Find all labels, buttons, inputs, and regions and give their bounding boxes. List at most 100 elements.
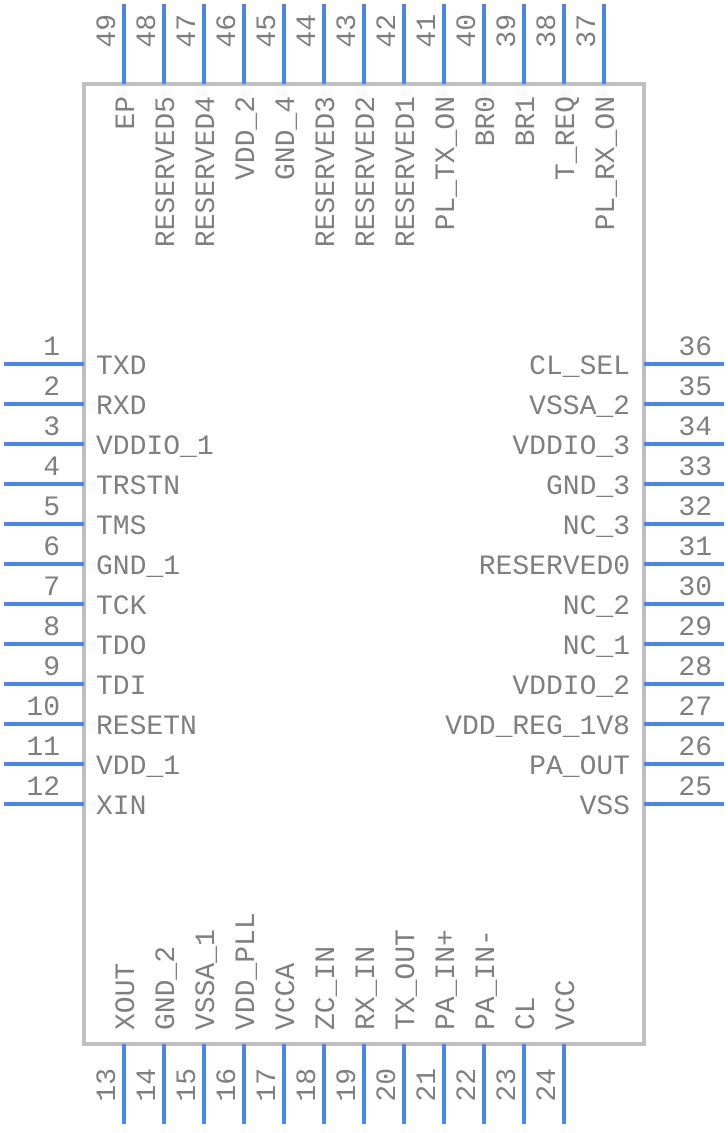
pin-label-nc-1: NC_1 xyxy=(563,632,630,663)
pin-label-vdd-reg-1v8: VDD_REG_1V8 xyxy=(445,712,630,743)
pin-number-9: 9 xyxy=(43,653,60,684)
pin-number-44: 44 xyxy=(293,14,324,48)
pin-number-2: 2 xyxy=(43,373,60,404)
pin-number-12: 12 xyxy=(26,773,60,804)
top-pin-group: 37PL_RX_ON38T_REQ39BR140BR041PL_TX_ON42R… xyxy=(93,4,623,247)
pin-number-17: 17 xyxy=(253,1068,284,1102)
pin-number-43: 43 xyxy=(333,14,364,48)
pin-label-vcca: VCCA xyxy=(272,963,303,1030)
pin-number-19: 19 xyxy=(333,1068,364,1102)
pin-number-23: 23 xyxy=(493,1068,524,1102)
pin-label-reserved3: RESERVED3 xyxy=(312,96,343,247)
pin-label-nc-2: NC_2 xyxy=(563,592,630,623)
pin-label-rxd: RXD xyxy=(96,392,146,423)
pin-label-gnd-3: GND_3 xyxy=(546,472,630,503)
pin-number-27: 27 xyxy=(678,693,712,724)
pin-number-26: 26 xyxy=(678,733,712,764)
pin-label-tdo: TDO xyxy=(96,632,146,663)
pin-label-vddio-2: VDDIO_2 xyxy=(512,672,630,703)
pin-number-4: 4 xyxy=(43,453,60,484)
pin-number-48: 48 xyxy=(133,14,164,48)
pin-label-vdd-1: VDD_1 xyxy=(96,752,180,783)
pin-number-39: 39 xyxy=(493,14,524,48)
pin-label-pa-in: PA_IN- xyxy=(472,929,503,1030)
pin-label-vcc: VCC xyxy=(552,980,583,1030)
pin-label-ep: EP xyxy=(112,96,143,130)
pin-label-resetn: RESETN xyxy=(96,712,197,743)
pin-number-3: 3 xyxy=(43,413,60,444)
pin-number-6: 6 xyxy=(43,533,60,564)
pin-label-tdi: TDI xyxy=(96,672,146,703)
pin-number-34: 34 xyxy=(678,413,712,444)
pin-label-gnd-4: GND_4 xyxy=(272,96,303,180)
pin-number-33: 33 xyxy=(678,453,712,484)
pin-label-reserved5: RESERVED5 xyxy=(152,96,183,247)
pin-label-pl-rx-on: PL_RX_ON xyxy=(592,96,623,230)
pin-number-31: 31 xyxy=(678,533,712,564)
pin-number-35: 35 xyxy=(678,373,712,404)
pin-label-tx-out: TX_OUT xyxy=(392,929,423,1030)
pin-label-vddio-3: VDDIO_3 xyxy=(512,432,630,463)
pin-number-18: 18 xyxy=(293,1068,324,1102)
pin-label-br1: BR1 xyxy=(512,96,543,146)
pin-label-reserved4: RESERVED4 xyxy=(192,96,223,247)
pin-number-1: 1 xyxy=(43,333,60,364)
pin-label-xin: XIN xyxy=(96,792,146,823)
pin-label-tck: TCK xyxy=(96,592,147,623)
pin-number-15: 15 xyxy=(173,1068,204,1102)
pin-label-trstn: TRSTN xyxy=(96,472,180,503)
pin-number-36: 36 xyxy=(678,333,712,364)
pin-number-24: 24 xyxy=(533,1068,564,1102)
pin-number-8: 8 xyxy=(43,613,60,644)
pin-number-38: 38 xyxy=(533,14,564,48)
pin-label-cl: CL xyxy=(512,996,543,1030)
pin-label-zc-in: ZC_IN xyxy=(312,946,343,1030)
pin-number-32: 32 xyxy=(678,493,712,524)
pin-number-30: 30 xyxy=(678,573,712,604)
pin-number-41: 41 xyxy=(413,14,444,48)
pin-number-7: 7 xyxy=(43,573,60,604)
pin-label-vssa-2: VSSA_2 xyxy=(529,392,630,423)
pin-number-20: 20 xyxy=(373,1068,404,1102)
pin-number-37: 37 xyxy=(573,14,604,48)
pin-label-vdd-pll: VDD_PLL xyxy=(232,912,263,1030)
pin-label-tms: TMS xyxy=(96,512,146,543)
pin-number-42: 42 xyxy=(373,14,404,48)
pin-number-49: 49 xyxy=(93,14,124,48)
pin-number-13: 13 xyxy=(93,1068,124,1102)
pin-label-nc-3: NC_3 xyxy=(563,512,630,543)
pin-label-reserved2: RESERVED2 xyxy=(352,96,383,247)
pin-label-vddio-1: VDDIO_1 xyxy=(96,432,214,463)
pin-label-pa-out: PA_OUT xyxy=(529,752,630,783)
pin-number-29: 29 xyxy=(678,613,712,644)
pin-label-reserved1: RESERVED1 xyxy=(392,96,423,247)
pin-label-vss: VSS xyxy=(580,792,630,823)
pin-label-gnd-1: GND_1 xyxy=(96,552,180,583)
pin-number-5: 5 xyxy=(43,493,60,524)
pin-number-28: 28 xyxy=(678,653,712,684)
pin-label-cl-sel: CL_SEL xyxy=(529,352,630,383)
pin-label-t-req: T_REQ xyxy=(552,96,583,180)
pin-number-14: 14 xyxy=(133,1068,164,1102)
pin-label-gnd-2: GND_2 xyxy=(152,946,183,1030)
pin-number-16: 16 xyxy=(213,1068,244,1102)
pin-label-rx-in: RX_IN xyxy=(352,946,383,1030)
pin-number-21: 21 xyxy=(413,1068,444,1102)
pin-number-47: 47 xyxy=(173,14,204,48)
pin-label-vdd-2: VDD_2 xyxy=(232,96,263,180)
pin-number-11: 11 xyxy=(26,733,60,764)
pin-label-pl-tx-on: PL_TX_ON xyxy=(432,96,463,230)
pin-label-txd: TXD xyxy=(96,352,146,383)
pin-number-40: 40 xyxy=(453,14,484,48)
pin-number-45: 45 xyxy=(253,14,284,48)
pin-number-46: 46 xyxy=(213,14,244,48)
pin-label-pa-in: PA_IN+ xyxy=(432,929,463,1030)
pin-label-reserved0: RESERVED0 xyxy=(479,552,630,583)
right-pin-group: 25VSS26PA_OUT27VDD_REG_1V828VDDIO_229NC_… xyxy=(445,333,724,823)
pin-label-xout: XOUT xyxy=(112,963,143,1030)
pin-number-25: 25 xyxy=(678,773,712,804)
ic-body-outline xyxy=(82,82,646,1046)
